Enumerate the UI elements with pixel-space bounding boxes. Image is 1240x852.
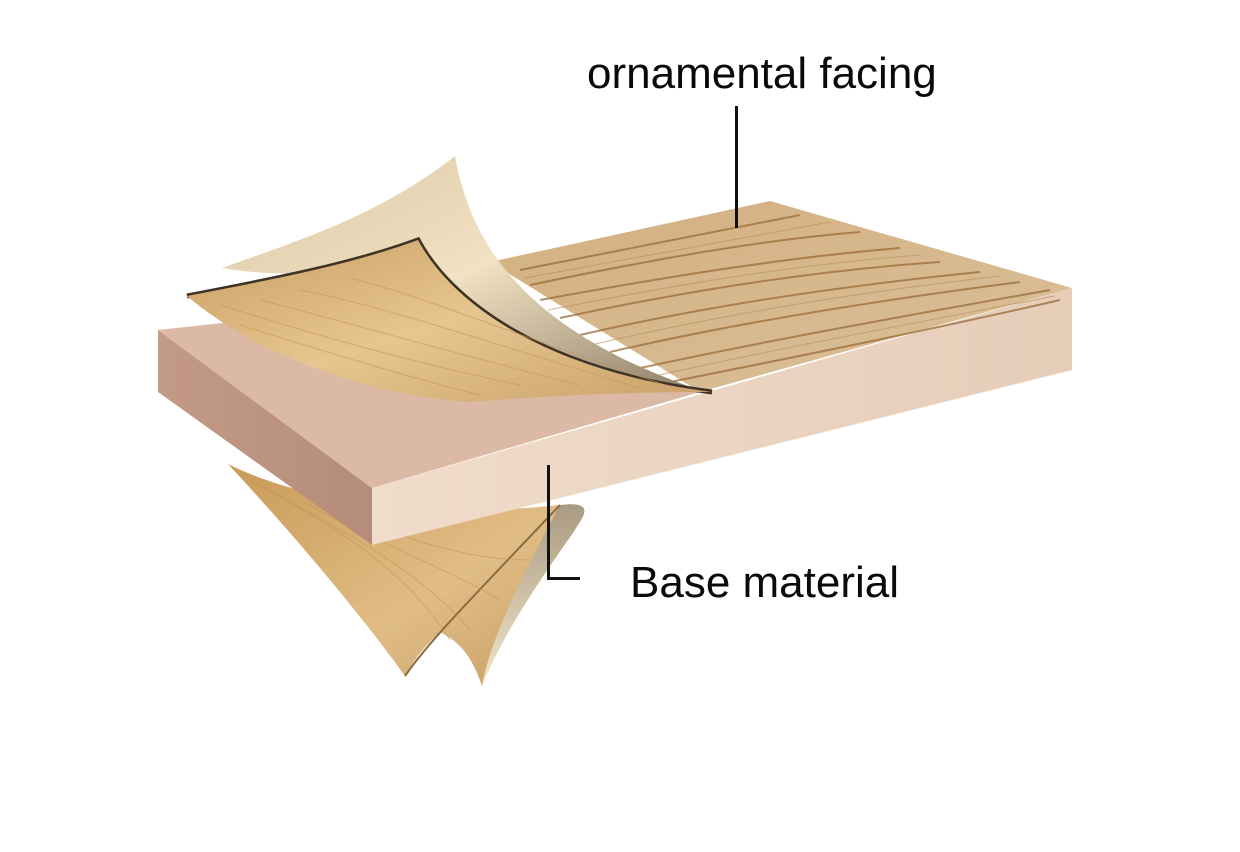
ornamental-facing-leader-line xyxy=(735,106,738,228)
ornamental-facing-label: ornamental facing xyxy=(587,49,937,98)
upper-veneer-layer xyxy=(186,156,713,402)
base-material-leader-vertical xyxy=(547,465,550,580)
panel-left-face xyxy=(158,330,372,545)
base-material-label: Base material xyxy=(630,558,900,607)
base-material-leader-horizontal xyxy=(547,577,580,580)
ornamental-facing-surface xyxy=(490,201,1072,392)
lower-veneer-layer xyxy=(228,464,585,686)
panel-top-bare xyxy=(158,320,700,488)
